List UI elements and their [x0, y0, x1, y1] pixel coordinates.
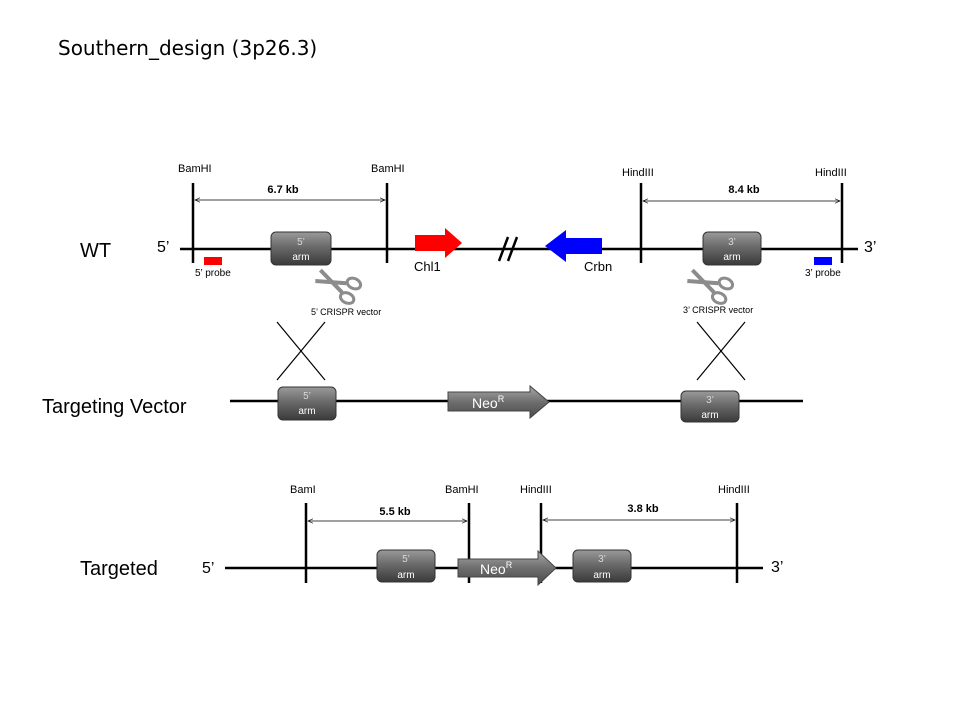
chromosome-break-mark: [497, 236, 519, 262]
probe5-label: 5’ probe: [195, 268, 231, 279]
chl1-gene-arrow: [415, 228, 462, 258]
crispr3-label: 3’ CRISPR vector: [683, 305, 753, 315]
targeted-hindiii-right-label: HindIII: [718, 484, 750, 496]
scissors-3-icon: [687, 268, 735, 305]
vector-arm3-line1: 3’: [706, 395, 714, 406]
targeted-baml-label: BamI: [290, 484, 316, 496]
wt-hindiii-left-label: HindIII: [622, 167, 654, 179]
vector-arm3-box: 3’ arm: [680, 390, 740, 423]
probe3-marker: [814, 257, 832, 265]
vector-arm5-line1: 5’: [303, 391, 311, 402]
wt-arm3-box: 3’ arm: [702, 231, 762, 266]
wt-bamhi-left-label: BamHI: [178, 163, 212, 175]
targeted-neo-text: NeoR: [480, 560, 513, 577]
vector-neo-text: NeoR: [472, 394, 505, 411]
wt-bamhi-right-label: BamHI: [371, 163, 405, 175]
targeted-row: Targeted 5’ 3’ BamI BamHI HindIII HindII…: [80, 484, 783, 587]
targeted-label: Targeted: [80, 558, 158, 580]
targeted-bamhi-label: BamHI: [445, 484, 479, 496]
wt-hindiii-right-label: HindIII: [815, 167, 847, 179]
targeted-arm3-line1: 3’: [598, 554, 606, 565]
wt-label: WT: [80, 240, 111, 262]
vector-label: Targeting Vector: [42, 396, 187, 418]
targeted-arm5-box: 5’ arm: [376, 549, 436, 583]
probe5-marker: [204, 257, 222, 265]
scissors-5-icon: [315, 268, 363, 305]
vector-row: Targeting Vector 5’ arm NeoR 3’ arm: [42, 384, 803, 423]
wt-arm5-line2: arm: [292, 252, 309, 263]
vector-arm5-line2: arm: [298, 406, 315, 417]
targeted-hindiii-left-label: HindIII: [520, 484, 552, 496]
crossover-left-mark: [276, 321, 326, 381]
wt-end5-label: 5’: [157, 239, 169, 256]
wt-arm5-box: 5’ arm: [270, 231, 332, 266]
wt-size-left-label: 6.7 kb: [267, 184, 298, 196]
probe3-label: 3’ probe: [805, 268, 841, 279]
chl1-gene-label: Chl1: [414, 259, 441, 274]
targeted-arm3-line2: arm: [593, 570, 610, 581]
vector-arm5-box: 5’ arm: [277, 386, 337, 421]
crbn-gene-label: Crbn: [584, 259, 612, 274]
crispr5-label: 5’ CRISPR vector: [311, 307, 381, 317]
wt-arm3-line2: arm: [723, 252, 740, 263]
wt-end3-label: 3’: [864, 239, 876, 256]
targeted-end3-label: 3’: [771, 559, 783, 576]
targeted-size-right-label: 3.8 kb: [627, 503, 658, 515]
crossover-right-mark: [696, 321, 746, 381]
wt-arm3-line1: 3’: [728, 237, 736, 248]
targeted-arm5-line1: 5’: [402, 554, 410, 565]
targeted-arm5-line2: arm: [397, 570, 414, 581]
wt-row: WT 5’ 3’ BamHI BamHI HindIII HindIII 6.7…: [80, 163, 876, 317]
wt-arm5-line1: 5’: [297, 237, 305, 248]
vector-neo-arrow: NeoR: [447, 384, 550, 420]
targeted-neo-arrow: NeoR: [457, 549, 557, 587]
targeted-end5-label: 5’: [202, 560, 214, 577]
crbn-gene-arrow: [545, 230, 602, 262]
page-title: Southern_design (3p26.3): [58, 36, 318, 60]
targeted-arm3-box: 3’ arm: [572, 549, 632, 583]
targeted-size-left-label: 5.5 kb: [379, 506, 410, 518]
vector-arm3-line2: arm: [701, 410, 718, 421]
wt-size-right-label: 8.4 kb: [728, 184, 759, 196]
